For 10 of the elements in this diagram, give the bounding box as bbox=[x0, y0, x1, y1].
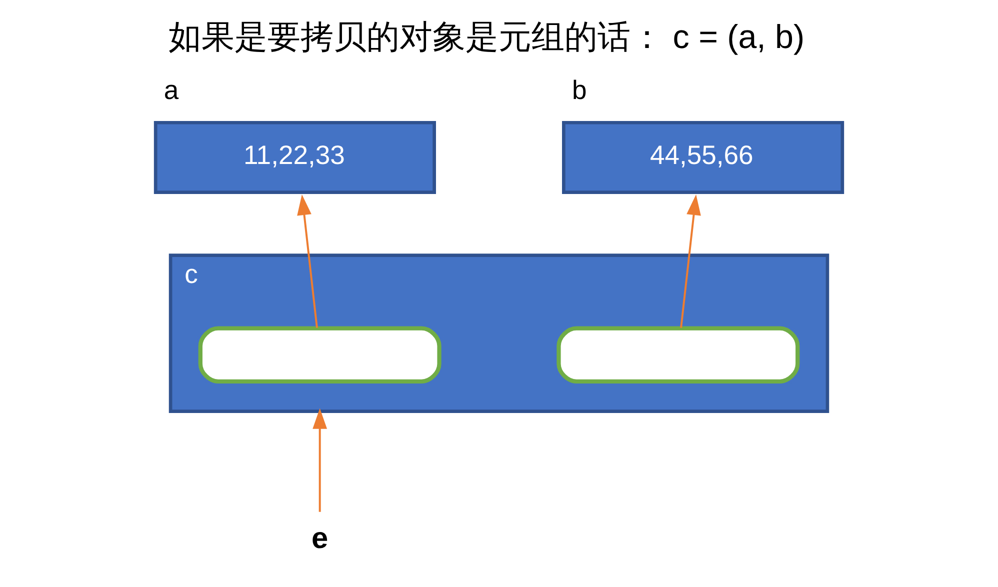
node-box bbox=[556, 326, 800, 384]
node-label: a bbox=[164, 75, 179, 106]
diagram-title: 如果是要拷贝的对象是元组的话： c = (a, b) bbox=[168, 18, 805, 56]
arrow bbox=[297, 194, 318, 328]
arrow bbox=[680, 194, 701, 328]
cluster: c bbox=[168, 254, 830, 413]
arrow bbox=[312, 408, 328, 512]
node-box bbox=[198, 326, 442, 384]
node-label: b bbox=[572, 75, 587, 106]
node-text: e bbox=[312, 522, 328, 555]
